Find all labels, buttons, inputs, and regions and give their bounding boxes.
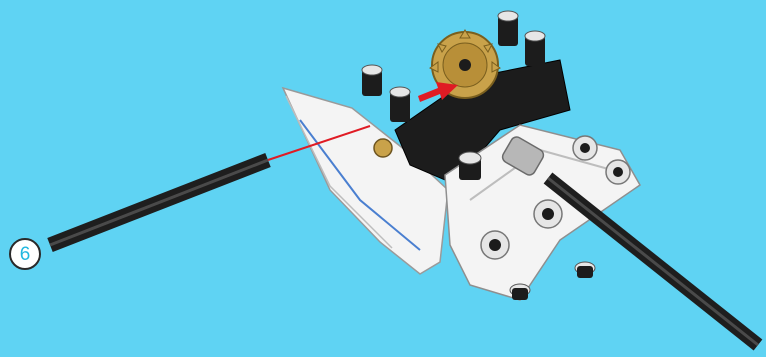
- step-number-badge: 6: [9, 238, 41, 270]
- tan-bushing: [374, 139, 392, 157]
- step-number: 6: [20, 245, 31, 264]
